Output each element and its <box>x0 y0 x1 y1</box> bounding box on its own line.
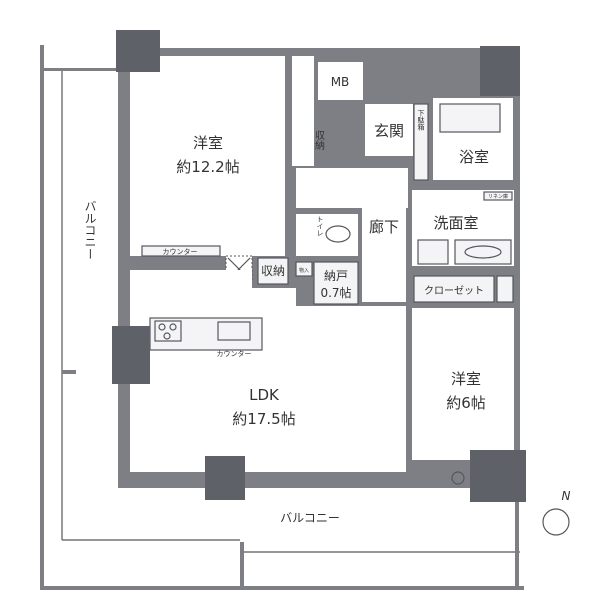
room-hallway <box>362 208 406 302</box>
washbasin <box>454 239 512 265</box>
room-label: 洋室 <box>193 134 223 152</box>
label-closet-small: 物入 <box>299 267 309 274</box>
room-label: 洋室 <box>451 370 481 388</box>
room-western-2 <box>412 308 514 460</box>
label-storage-1: 収納 <box>313 130 325 151</box>
north-arrow-icon: N <box>542 489 571 536</box>
room-size: 約17.5帖 <box>232 410 295 428</box>
room-label: 玄関 <box>374 122 404 140</box>
room-mb <box>318 62 363 100</box>
room-size: 約6帖 <box>446 394 486 412</box>
bathtub <box>439 103 501 133</box>
counter-1 <box>141 245 221 257</box>
room-label: 浴室 <box>459 148 489 166</box>
room-nando <box>313 261 359 305</box>
room-label: 洗面室 <box>433 214 478 232</box>
shoe-cabinet <box>413 103 429 181</box>
room-label: MB <box>331 75 350 89</box>
linen-cabinet <box>483 191 513 201</box>
label-linen: リネン庫 <box>488 193 508 200</box>
room-label: LDK <box>249 386 280 404</box>
label-toilet: トイレ <box>316 216 324 237</box>
label-counter-1: カウンター <box>163 247 198 256</box>
label-balcony-bottom: バルコニー <box>280 511 340 525</box>
balcony-left <box>40 45 120 590</box>
room-size: 0.7帖 <box>320 285 351 300</box>
balcony-bottom <box>44 500 524 590</box>
label-counter-2: カウンター <box>217 349 252 358</box>
room-label: 廊下 <box>369 218 399 236</box>
closet <box>413 275 495 303</box>
compass-label: N <box>562 489 571 503</box>
label-shoe: 下駄箱 <box>417 110 425 132</box>
room-label: 納戸 <box>324 269 348 283</box>
label-closet: クローゼット <box>424 285 484 297</box>
label-storage-2: 収納 <box>261 264 285 278</box>
room-entrance <box>365 104 413 156</box>
room-toilet <box>296 214 358 256</box>
label-balcony-left: バルコニー <box>83 200 97 260</box>
room-size: 約12.2帖 <box>176 158 239 176</box>
room-western-1 <box>130 56 285 256</box>
storage-2 <box>257 257 289 285</box>
